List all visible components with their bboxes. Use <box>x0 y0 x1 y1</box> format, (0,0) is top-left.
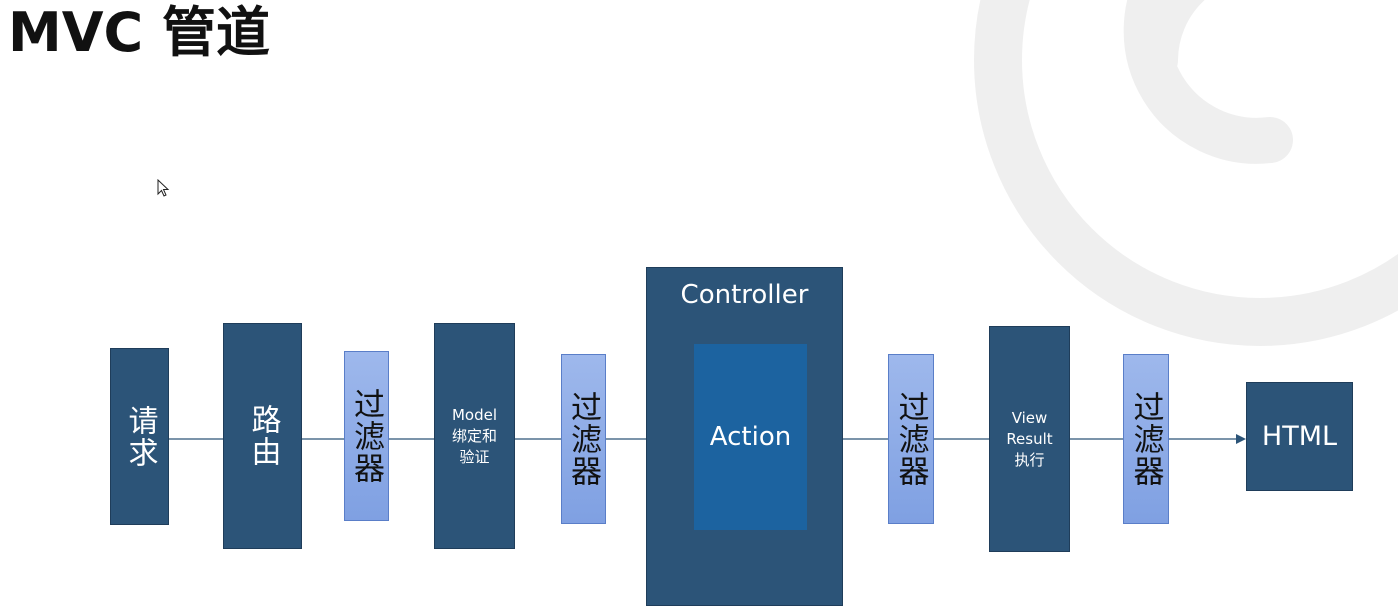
filter-label-3: 过滤器 <box>892 391 929 487</box>
filter-label-4: 过滤器 <box>1127 391 1164 487</box>
routing-block: 路由 <box>223 323 302 549</box>
filter-block-3: 过滤器 <box>888 354 934 524</box>
request-label: 请求 <box>122 404 158 469</box>
controller-label: Controller <box>680 280 809 310</box>
filter-label-2: 过滤器 <box>565 391 601 487</box>
view-result-block: View Result 执行 <box>989 326 1070 552</box>
routing-label: 路由 <box>245 404 281 468</box>
html-label: HTML <box>1261 421 1338 452</box>
view-result-label: View Result 执行 <box>1006 408 1053 469</box>
controller-block: Controller Action <box>646 267 843 606</box>
html-output-block: HTML <box>1246 382 1353 491</box>
action-label: Action <box>709 422 792 452</box>
filter-label-1: 过滤器 <box>348 388 384 484</box>
action-block: Action <box>694 344 807 530</box>
filter-block-1: 过滤器 <box>344 351 389 521</box>
mouse-cursor-icon <box>157 179 170 197</box>
model-binding-block: Model 绑定和 验证 <box>434 323 515 549</box>
arrow-head-icon <box>1236 434 1246 444</box>
model-binding-label: Model 绑定和 验证 <box>451 405 498 466</box>
request-block: 请求 <box>110 348 169 525</box>
filter-block-4: 过滤器 <box>1123 354 1169 524</box>
filter-block-2: 过滤器 <box>561 354 606 524</box>
page-title: MVC 管道 <box>8 1 270 64</box>
